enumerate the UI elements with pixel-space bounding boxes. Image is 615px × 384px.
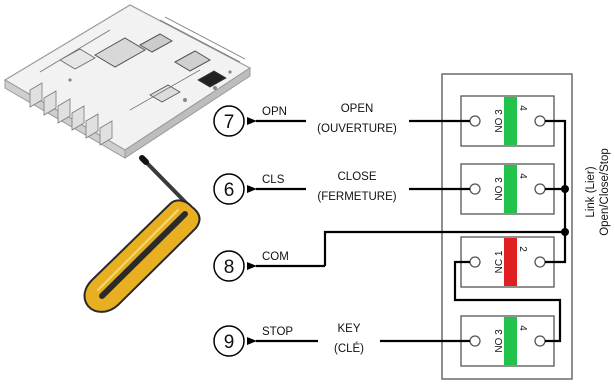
screw-left — [469, 115, 481, 127]
switch-3: NC 1 2 — [460, 236, 555, 288]
screwdriver-icon — [83, 155, 201, 313]
switch-contact-label: NO 3 — [494, 329, 505, 353]
screw-right — [534, 115, 546, 127]
terminal-code: STOP — [262, 326, 293, 338]
switch-contact-label: NO 3 — [494, 177, 505, 201]
function-label: KEY — [337, 323, 360, 335]
screw-left — [469, 256, 481, 268]
function-label: OPEN — [341, 103, 374, 115]
terminal-code: COM — [262, 251, 289, 263]
switch-pin-label: 4 — [517, 325, 528, 331]
terminal-number: 6 — [224, 180, 235, 201]
contact-indicator — [504, 317, 517, 365]
switch-pin-label: 2 — [517, 246, 528, 252]
terminal-number: 8 — [224, 257, 235, 278]
terminal-number: 9 — [224, 332, 235, 353]
switch-pin-label: 4 — [517, 173, 528, 179]
screw-right — [534, 335, 546, 347]
circuit-board-icon — [3, 4, 252, 159]
screw-right — [534, 256, 546, 268]
switch-contact-label: NC 1 — [494, 250, 505, 273]
terminal-code: CLS — [262, 174, 285, 186]
screw-left — [469, 183, 481, 195]
junction-dot — [561, 185, 569, 193]
terminal-7: 7 — [213, 105, 245, 137]
terminal-8: 8 — [213, 250, 245, 282]
terminal-code: OPN — [262, 106, 287, 118]
contact-indicator — [504, 238, 517, 286]
function-label-fr: (OUVERTURE) — [317, 123, 397, 135]
switch-4: NO 3 4 — [460, 315, 555, 367]
screw-right — [534, 183, 546, 195]
side-label-functions: Open/Close/Stop — [599, 148, 611, 236]
function-label-fr: (FERMETURE) — [317, 191, 396, 203]
switch-2: NO 3 4 — [460, 163, 555, 215]
side-label-link: Link (Lier) — [585, 166, 597, 217]
contact-indicator — [504, 97, 517, 145]
terminal-6: 6 — [213, 173, 245, 205]
terminal-number: 7 — [224, 112, 235, 133]
function-label: CLOSE — [338, 171, 377, 183]
function-label-fr: (CLÉ) — [334, 342, 364, 355]
switch-pin-label: 4 — [517, 105, 528, 111]
wire-nc-link — [453, 260, 562, 343]
switch-contact-label: NO 3 — [494, 109, 505, 133]
junction-dot — [561, 228, 569, 236]
wire-com — [323, 230, 565, 266]
switch-1: NO 3 4 — [460, 95, 555, 147]
screw-left — [469, 335, 481, 347]
terminal-9: 9 — [213, 325, 245, 357]
contact-indicator — [504, 165, 517, 213]
